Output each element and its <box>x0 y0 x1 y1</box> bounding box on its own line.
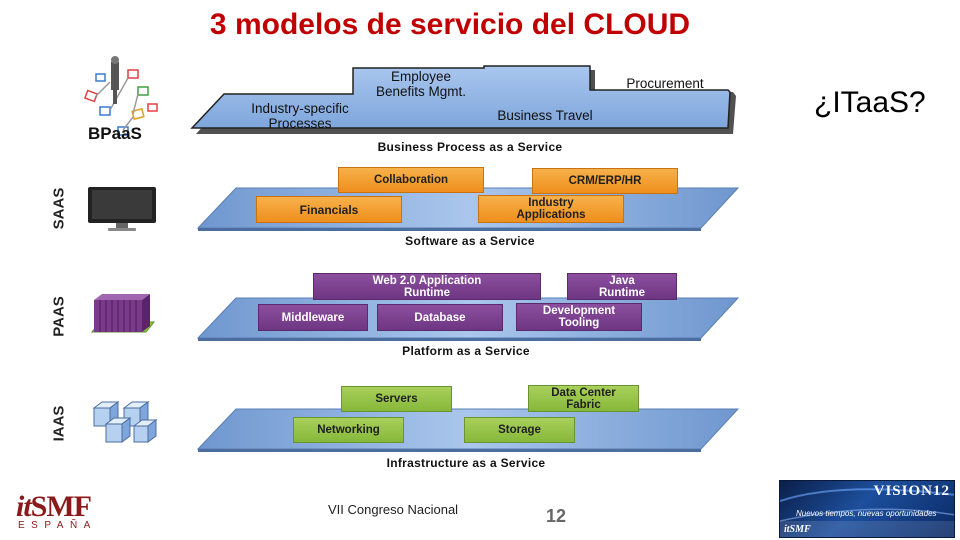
saas-item-industry-apps: Industry Applications <box>478 195 624 223</box>
bpaas-item-procurement: Procurement <box>626 76 704 91</box>
saas-side-label: SAAS <box>50 187 68 230</box>
paas-item-java-runtime: Java Runtime <box>567 273 677 300</box>
itsmf-logo-smf: SMF <box>30 490 92 523</box>
bpaas-icon-label: BPaaS <box>88 124 142 143</box>
slide-title: 3 modelos de servicio del CLOUD <box>209 8 691 41</box>
iaas-item-storage: Storage <box>464 417 575 443</box>
page-number: 12 <box>546 506 567 526</box>
bpaas-icon <box>83 56 158 136</box>
saas-layer-label: Software as a Service <box>405 234 535 248</box>
bpaas-platform <box>190 65 736 134</box>
paas-item-database: Database <box>377 304 503 331</box>
banner-slogan: Nuevos tiempos, nuevas oportunidades <box>796 509 937 518</box>
paas-layer-label: Platform as a Service <box>402 344 530 358</box>
bpaas-item-industry-specific: Industry-specific Processes <box>251 101 349 131</box>
itaas-question: ¿ITaaS? <box>814 86 926 119</box>
server-rack-icon <box>90 294 156 333</box>
saas-item-collaboration: Collaboration <box>338 167 484 193</box>
itsmf-logo: itSMF ESPAÑA <box>16 490 116 531</box>
bpaas-layer-label: Business Process as a Service <box>377 140 563 154</box>
paas-item-dev-tooling: Development Tooling <box>516 303 642 331</box>
banner-swoosh-graphic <box>780 488 954 537</box>
bpaas-item-business-travel: Business Travel <box>497 108 593 123</box>
iaas-layer-label: Infrastructure as a Service <box>386 456 546 470</box>
vision12-banner: VISION12 Nuevos tiempos, nuevas oportuni… <box>779 480 955 538</box>
saas-item-financials: Financials <box>256 196 402 223</box>
iaas-item-datacenter-fabric: Data Center Fabric <box>528 385 639 412</box>
banner-title: VISION12 <box>873 483 950 499</box>
paas-item-web20-runtime: Web 2.0 Application Runtime <box>313 273 541 300</box>
itsmf-logo-it: it <box>16 490 32 523</box>
paas-side-label: PAAS <box>50 296 68 337</box>
banner-logo: itSMF <box>784 524 811 535</box>
saas-item-crm: CRM/ERP/HR <box>532 168 678 194</box>
monitor-icon <box>88 187 156 231</box>
iaas-item-networking: Networking <box>293 417 404 443</box>
paas-item-middleware: Middleware <box>258 304 368 331</box>
server-cubes-icon <box>92 401 158 443</box>
iaas-side-label: IAAS <box>50 405 68 442</box>
footer-congreso: VII Congreso Nacional <box>328 502 459 517</box>
bpaas-item-employee-benefits: Employee Benefits Mgmt. <box>375 69 467 99</box>
itsmf-logo-sub: ESPAÑA <box>18 520 97 531</box>
iaas-item-servers: Servers <box>341 386 452 412</box>
